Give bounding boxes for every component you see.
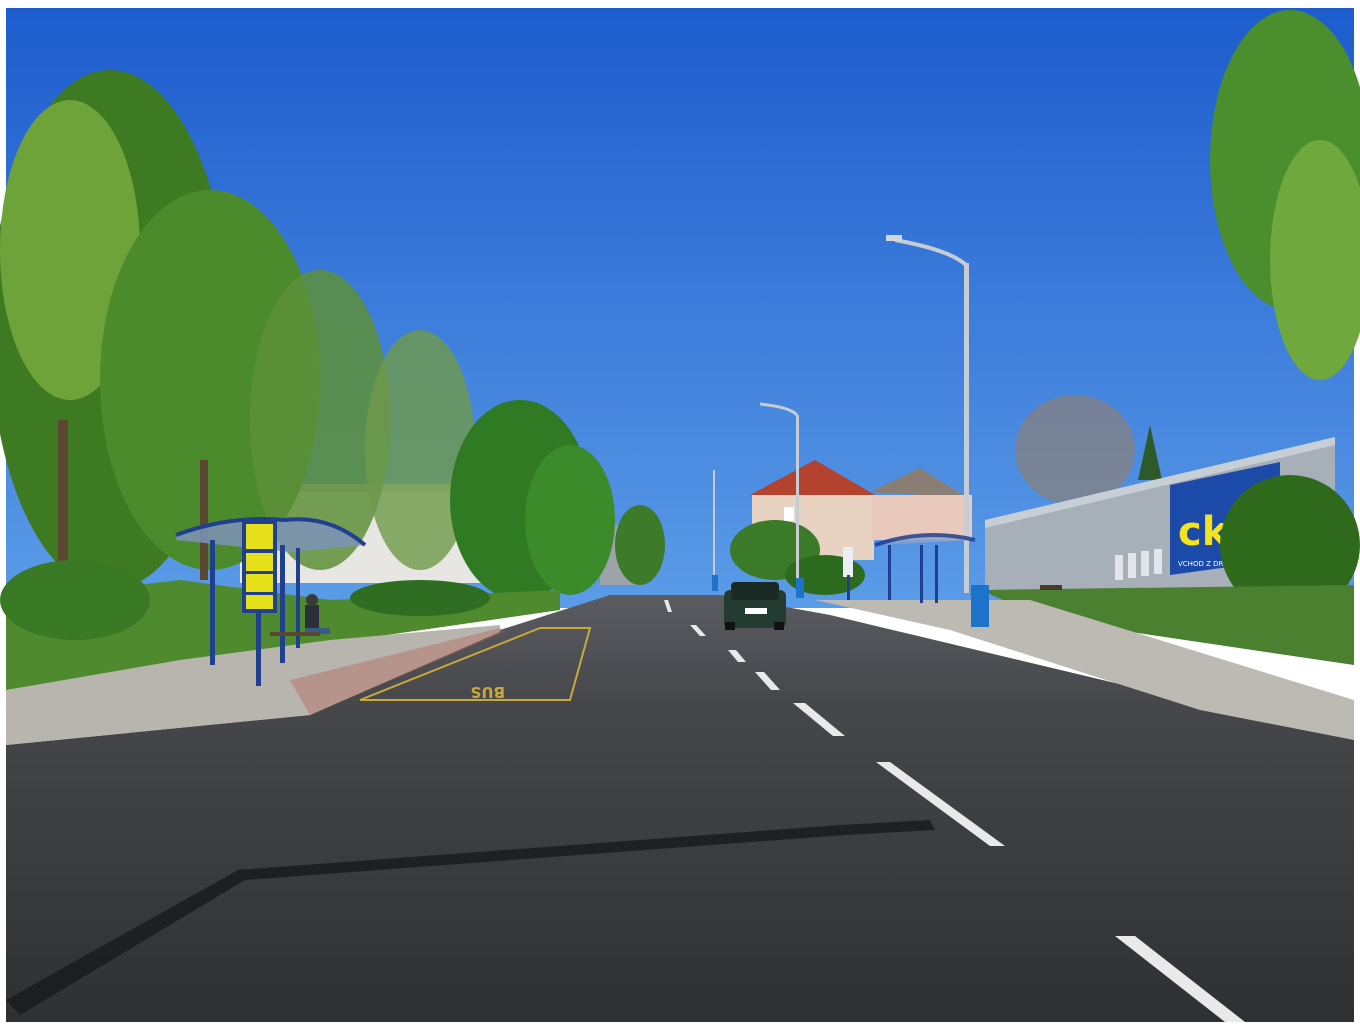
lamp-shadow <box>6 820 935 1015</box>
street-lamp-far <box>712 402 804 598</box>
hedge-left <box>0 560 150 640</box>
curb-red-left <box>290 628 505 715</box>
street-lamp-right <box>886 235 989 627</box>
hedge-mid <box>350 580 490 616</box>
houses-right <box>750 395 1162 560</box>
right-tree-group <box>730 10 1360 615</box>
bus-shelter-right <box>843 533 1062 603</box>
road-marking-bus: BUS <box>471 683 505 701</box>
grass-right <box>980 585 1354 665</box>
sidewalk-right <box>815 600 1354 740</box>
road <box>6 595 1354 1022</box>
seated-person <box>270 594 330 636</box>
left-tree-group <box>0 70 665 600</box>
bus-bay-outline <box>359 627 592 701</box>
lane-markings <box>664 600 1245 1022</box>
green-car <box>724 582 786 630</box>
sidewalk-left <box>6 625 500 745</box>
bus-stop-sign <box>242 518 277 686</box>
